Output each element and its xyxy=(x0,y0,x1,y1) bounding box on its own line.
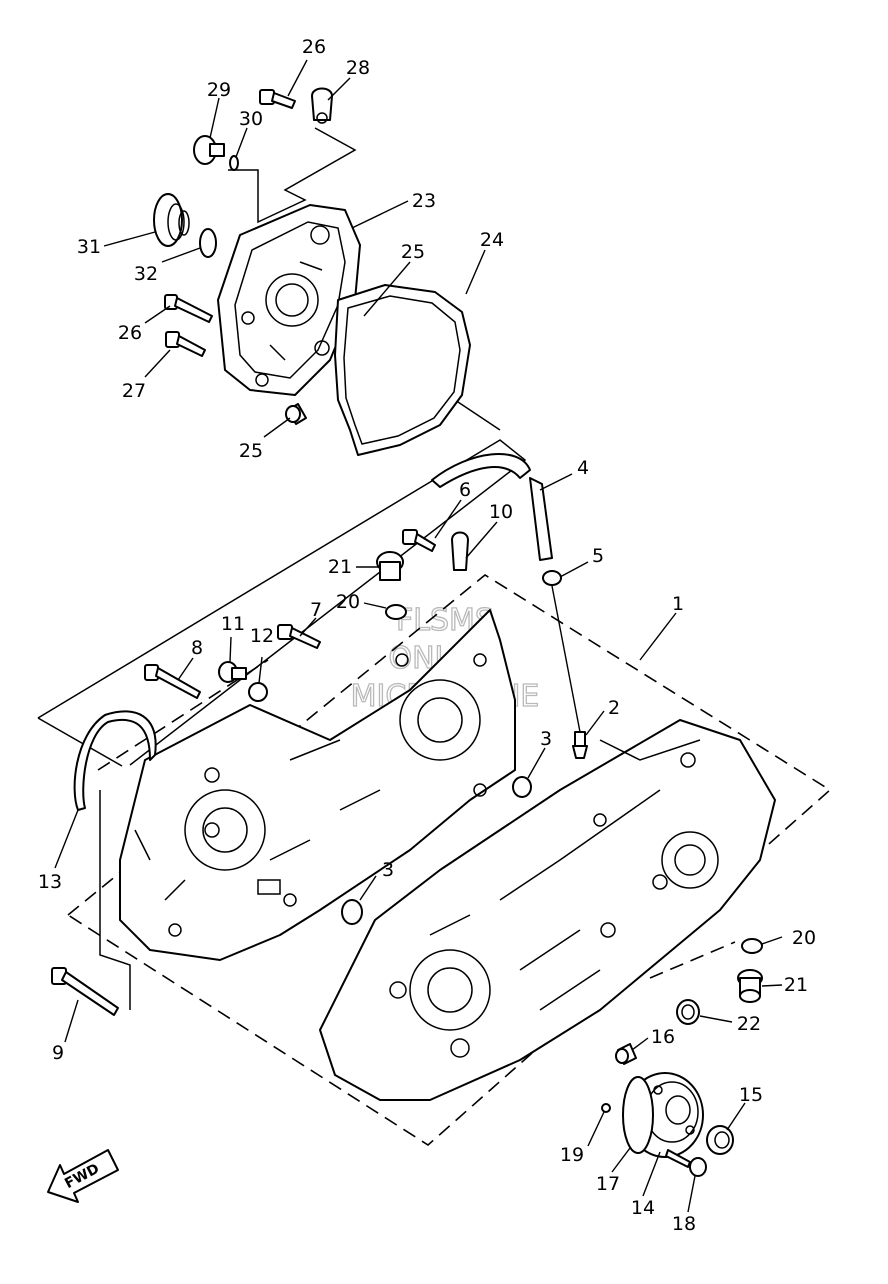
callout-21-lower: 21 xyxy=(784,974,808,996)
callout-22: 22 xyxy=(737,1013,761,1035)
dowel-3-lower xyxy=(341,899,363,925)
callout-5: 5 xyxy=(592,545,604,567)
callout-3-lower: 3 xyxy=(382,859,394,881)
callout-15: 15 xyxy=(739,1084,763,1106)
bolt-7 xyxy=(277,624,321,649)
plug-21-upper xyxy=(376,551,404,581)
bolt-27 xyxy=(165,331,206,357)
callout-25-upper: 25 xyxy=(401,241,425,263)
callout-25-lower: 25 xyxy=(239,440,263,462)
callout-24: 24 xyxy=(480,229,504,251)
callout-28: 28 xyxy=(346,57,370,79)
callout-18: 18 xyxy=(672,1213,696,1235)
crankcase-left-half xyxy=(119,609,516,961)
bolt-6 xyxy=(402,529,436,552)
callout-11: 11 xyxy=(221,613,245,635)
oil-seal-31 xyxy=(153,193,190,247)
callout-20-lower: 20 xyxy=(792,927,816,949)
dowel-3-upper xyxy=(512,776,532,798)
callout-23: 23 xyxy=(412,190,436,212)
callout-8: 8 xyxy=(191,637,203,659)
callout-13: 13 xyxy=(38,871,62,893)
bolt-11 xyxy=(218,661,247,683)
gasket-13 xyxy=(73,710,157,811)
washer-12 xyxy=(248,682,268,702)
callout-21-upper: 21 xyxy=(328,556,352,578)
callout-2: 2 xyxy=(608,697,620,719)
callout-26-side: 26 xyxy=(118,322,142,344)
bearing-22 xyxy=(676,999,700,1025)
callout-19: 19 xyxy=(560,1144,584,1166)
leader-lines xyxy=(54,59,783,1213)
callout-10: 10 xyxy=(489,501,513,523)
callout-27: 27 xyxy=(122,380,146,402)
bolt-26-side xyxy=(164,294,213,323)
callout-31: 31 xyxy=(77,236,101,258)
hose-4 xyxy=(431,453,553,561)
o-ring-30 xyxy=(229,155,239,171)
bolt-26-top xyxy=(259,89,296,109)
callout-3-upper: 3 xyxy=(540,728,552,750)
clamp-28 xyxy=(311,87,333,124)
bolt-9 xyxy=(51,967,119,1016)
dowel-25-lower xyxy=(285,403,307,425)
callout-9: 9 xyxy=(52,1042,64,1064)
callout-labels: 26 28 29 30 23 31 32 25 24 26 27 25 4 6 … xyxy=(38,36,816,1235)
plug-29 xyxy=(193,135,225,165)
crankcase-cover-23 xyxy=(217,204,361,396)
callout-7: 7 xyxy=(310,599,322,621)
callout-16: 16 xyxy=(651,1026,675,1048)
callout-6: 6 xyxy=(459,479,471,501)
clip-5 xyxy=(542,570,562,586)
plug-21-lower xyxy=(737,969,763,1003)
callout-12: 12 xyxy=(250,625,274,647)
callout-14: 14 xyxy=(631,1197,655,1219)
o-ring-32 xyxy=(199,228,217,258)
dowel-16 xyxy=(615,1043,637,1065)
callout-30: 30 xyxy=(239,108,263,130)
assembly-frames xyxy=(37,127,832,1146)
forward-arrow-icon: FWD xyxy=(47,1149,119,1203)
callout-1: 1 xyxy=(672,593,684,615)
screw-18 xyxy=(665,1149,707,1177)
callout-20-upper: 20 xyxy=(336,591,360,613)
callout-29: 29 xyxy=(207,79,231,101)
pin-19 xyxy=(601,1103,611,1113)
gasket-24 xyxy=(334,284,471,456)
callout-17: 17 xyxy=(596,1173,620,1195)
callout-26-top: 26 xyxy=(302,36,326,58)
callout-4: 4 xyxy=(577,457,589,479)
gasket-20-upper xyxy=(385,604,407,620)
gasket-20-lower xyxy=(741,938,763,954)
clamp-10 xyxy=(451,531,469,571)
nipple-2 xyxy=(572,731,588,759)
bolt-8 xyxy=(144,664,201,699)
crankcase-right-half xyxy=(319,719,776,1101)
callout-32: 32 xyxy=(134,263,158,285)
o-ring-17 xyxy=(622,1076,654,1154)
oil-seal-15 xyxy=(706,1125,734,1155)
